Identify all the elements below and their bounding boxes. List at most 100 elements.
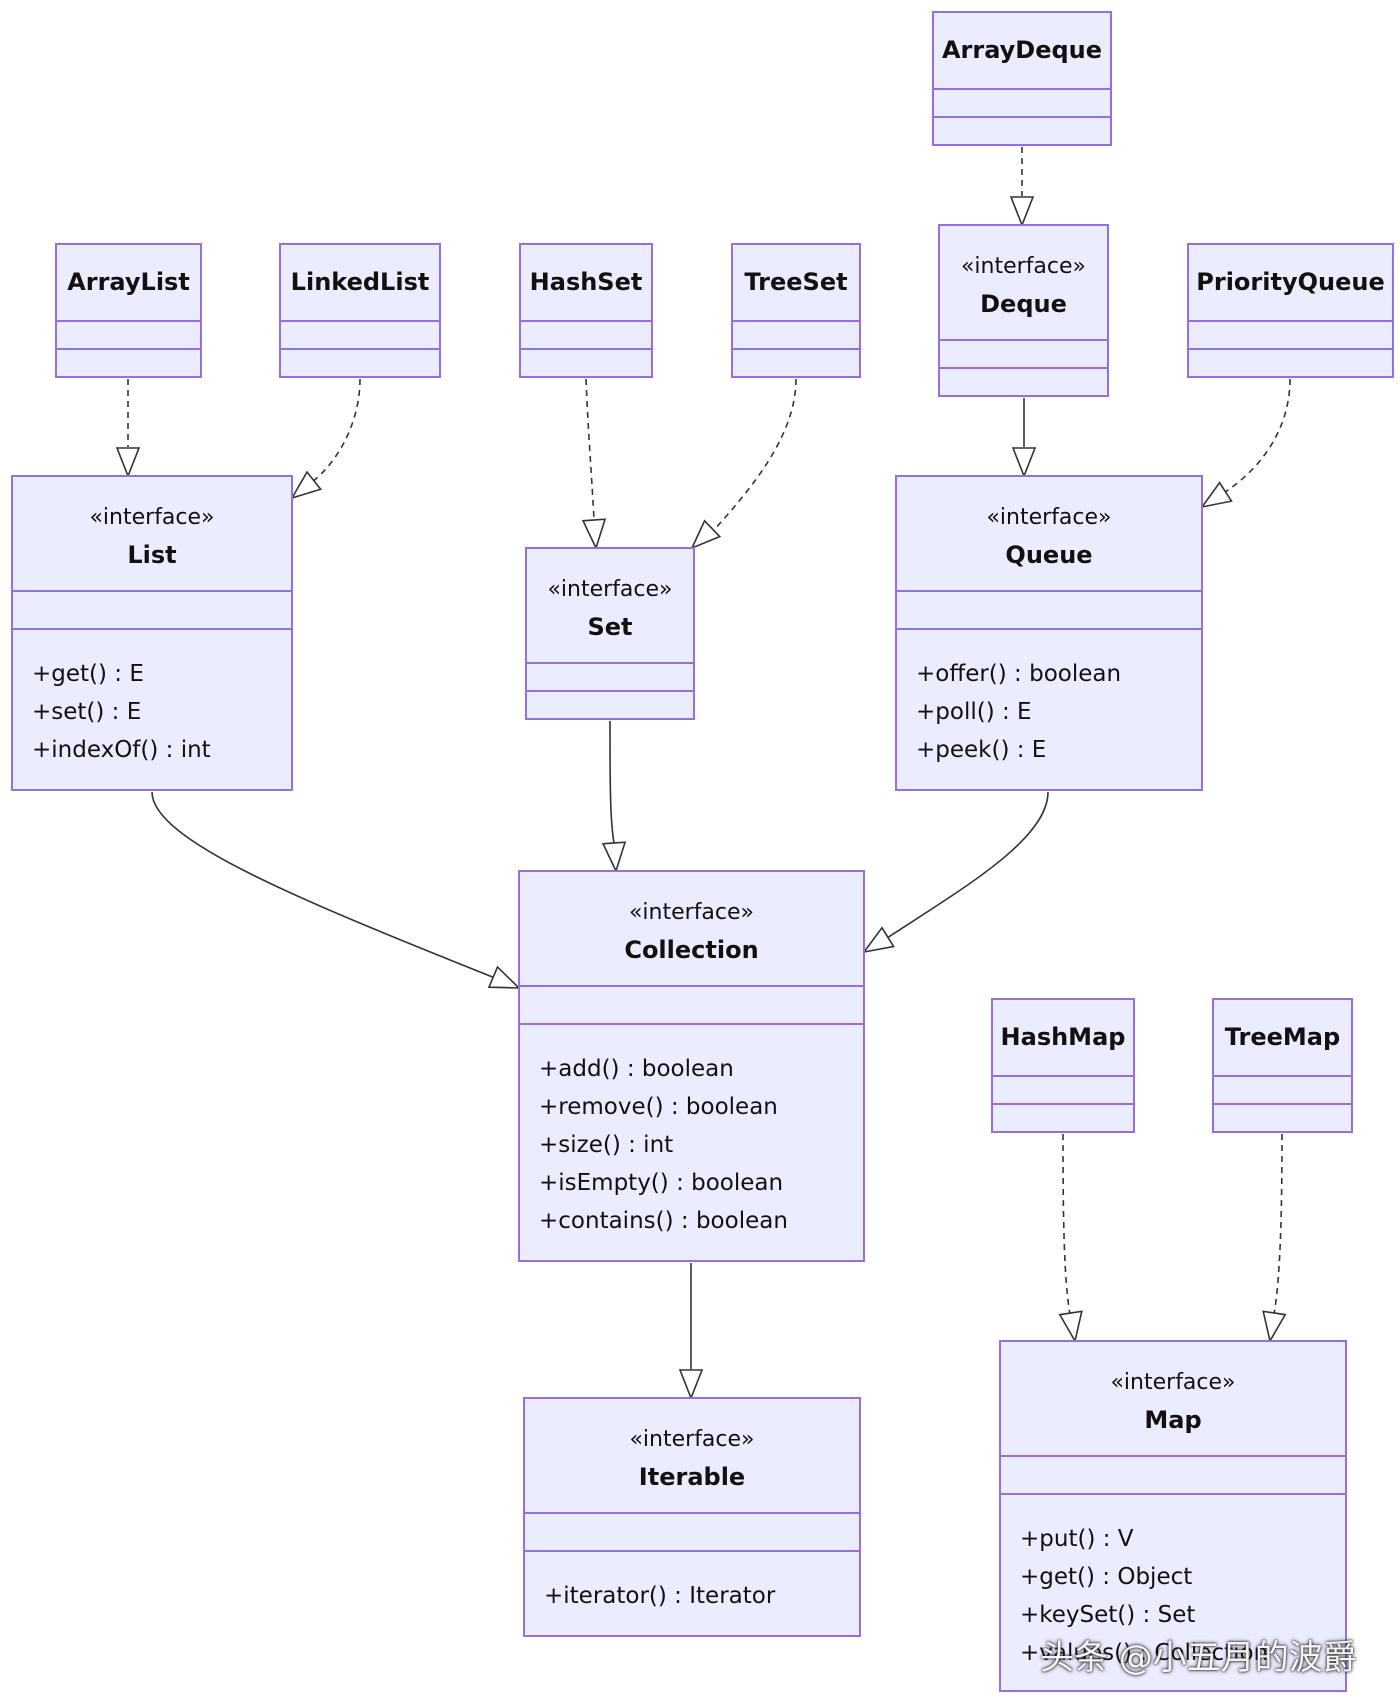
class-name: Map (1144, 1406, 1201, 1434)
hollow-arrowhead-icon (1011, 447, 1037, 479)
class-method: +iterator() : Iterator (544, 1583, 776, 1609)
class-box (1212, 998, 1353, 1133)
hollow-arrowhead-icon (678, 1369, 704, 1401)
realization-line (311, 378, 361, 483)
class-stereotype: «interface» (986, 505, 1111, 530)
relation-hashset-to-set (581, 378, 607, 551)
class-name: ArrayList (67, 268, 190, 296)
class-box (523, 1397, 861, 1637)
relation-list-to-collection (151, 791, 522, 989)
relation-queue-to-collection (862, 791, 1049, 954)
relation-deque-to-queue (1011, 397, 1037, 479)
class-box (279, 243, 441, 378)
class-method: +indexOf() : int (32, 737, 211, 763)
class-treeset: TreeSet (731, 243, 861, 378)
class-method: +remove() : boolean (539, 1094, 778, 1120)
hollow-arrowhead-icon (1200, 481, 1233, 509)
class-hashmap: HashMap (991, 998, 1135, 1133)
class-treemap: TreeMap (1212, 998, 1353, 1133)
class-stereotype: «interface» (547, 577, 672, 602)
class-box (932, 11, 1112, 146)
class-name: Deque (980, 290, 1067, 318)
class-stereotype: «interface» (1110, 1370, 1235, 1395)
class-method: +set() : E (32, 699, 141, 725)
class-method: +keySet() : Set (1020, 1602, 1195, 1628)
watermark-text: 头条 @小五月的波爵 (1040, 1638, 1357, 1678)
class-list: «interface» List +get() : E +set() : E +inde… (11, 475, 293, 791)
hollow-arrowhead-icon (1262, 1310, 1287, 1344)
hollow-arrowhead-icon (581, 518, 607, 551)
class-hashset: HashSet (519, 243, 653, 378)
realization-line (1062, 1133, 1071, 1315)
relation-arraylist-to-list (115, 379, 141, 479)
relation-set-to-collection (601, 720, 627, 874)
relation-linkedlist-to-list (290, 378, 361, 500)
class-box (731, 243, 861, 378)
class-arraydeque: ArrayDeque (932, 11, 1112, 146)
class-priorityqueue: PriorityQueue (1187, 243, 1394, 378)
class-name: PriorityQueue (1196, 268, 1384, 296)
class-box (519, 243, 653, 378)
class-name: List (127, 541, 176, 569)
class-name: TreeMap (1225, 1023, 1340, 1051)
class-stereotype: «interface» (629, 1427, 754, 1452)
class-queue: «interface»Queue+offer() : boolean+poll(… (895, 475, 1203, 791)
relation-priorityqueue-to-queue (1200, 378, 1291, 509)
class-box (55, 243, 202, 378)
realization-line (585, 378, 595, 521)
class-name: HashSet (530, 268, 643, 296)
relation-treeset-to-set (690, 378, 797, 550)
class-name: LinkedList (291, 268, 430, 296)
class-method: +offer() : boolean (916, 661, 1121, 687)
class-name: TreeSet (744, 268, 847, 296)
class-name: Collection (624, 936, 758, 964)
class-box (1187, 243, 1394, 378)
class-box (895, 475, 1203, 791)
class-name: Iterable (639, 1463, 745, 1491)
class-name: HashMap (1001, 1023, 1126, 1051)
inheritance-line (609, 720, 615, 844)
class-box (11, 475, 293, 791)
hollow-arrowhead-icon (1058, 1310, 1083, 1344)
class-stereotype: «interface» (89, 505, 214, 530)
class-arraylist: ArrayList (55, 243, 202, 378)
class-map: «interface» Map +put() : V +get() : Object +… (999, 1340, 1347, 1692)
class-method: +add() : boolean (539, 1056, 734, 1082)
class-linkedlist: LinkedList (279, 243, 441, 378)
hollow-arrowhead-icon (601, 841, 627, 874)
class-stereotype: «interface» (961, 254, 1086, 279)
class-method: +values() : Collection (1020, 1640, 1268, 1666)
class-collection: «interface» Collection +add() : boolean +re… (518, 870, 865, 1262)
class-method: +poll() : E (916, 699, 1032, 725)
class-method: +contains() : boolean (539, 1208, 788, 1234)
class-box (518, 870, 865, 1262)
hollow-arrowhead-icon (115, 447, 141, 479)
hollow-arrowhead-icon (1009, 196, 1035, 228)
relation-arraydeque-to-deque (1009, 147, 1035, 228)
hollow-arrowhead-icon (690, 519, 722, 550)
relation-treemap-to-map (1262, 1133, 1287, 1344)
hollow-arrowhead-icon (862, 926, 895, 954)
realization-line (1273, 1133, 1283, 1315)
class-iterable: «interface» Iterable +iterator() : Iterato… (523, 1397, 861, 1637)
class-method: +get() : E (32, 661, 144, 687)
class-method: +isEmpty() : boolean (539, 1170, 783, 1196)
class-set: «interface» Set (525, 547, 695, 720)
relations-layer (115, 147, 1291, 1401)
relation-collection-to-iterable (678, 1263, 704, 1401)
realization-line (711, 378, 797, 533)
class-method: +size() : int (539, 1132, 673, 1158)
inheritance-line (883, 791, 1049, 941)
class-name: ArrayDeque (942, 36, 1102, 64)
realization-line (1221, 378, 1291, 495)
hollow-arrowhead-icon (487, 965, 522, 989)
hollow-arrowhead-icon (290, 470, 323, 500)
class-method: +get() : Object (1020, 1564, 1192, 1590)
class-stereotype: «interface» (629, 900, 754, 925)
class-deque: «interface» Deque (938, 224, 1109, 397)
class-box (999, 1340, 1347, 1692)
class-name: Set (587, 613, 632, 641)
relation-hashmap-to-map (1058, 1133, 1083, 1344)
class-method: +put() : V (1020, 1526, 1134, 1552)
